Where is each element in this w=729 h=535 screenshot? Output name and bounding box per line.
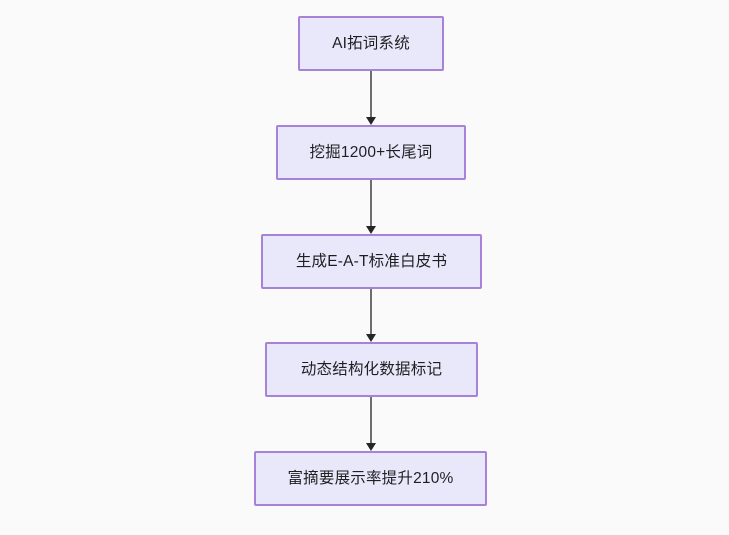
flow-node-generate-eat-whitepaper[interactable]: 生成E-A-T标准白皮书: [261, 234, 482, 289]
flow-node-ai-keyword-system[interactable]: AI拓词系统: [298, 16, 444, 71]
flow-node-dynamic-structured-data-markup[interactable]: 动态结构化数据标记: [265, 342, 478, 397]
flow-node-label: AI拓词系统: [332, 34, 410, 52]
arrow-down-icon: [366, 226, 376, 234]
arrow-down-icon: [366, 443, 376, 451]
edge-line: [370, 71, 372, 118]
flow-node-mine-longtail-keywords[interactable]: 挖掘1200+长尾词: [276, 125, 466, 180]
edge-line: [370, 180, 372, 227]
arrow-down-icon: [366, 334, 376, 342]
edge-line: [370, 397, 372, 444]
flow-node-label: 动态结构化数据标记: [300, 360, 443, 378]
edge-line: [370, 289, 372, 335]
flow-node-label: 富摘要展示率提升210%: [287, 469, 454, 487]
arrow-down-icon: [366, 117, 376, 125]
flow-node-label: 生成E-A-T标准白皮书: [295, 252, 448, 270]
flow-node-rich-snippet-rate-increase[interactable]: 富摘要展示率提升210%: [254, 451, 487, 506]
flow-node-label: 挖掘1200+长尾词: [309, 143, 433, 161]
